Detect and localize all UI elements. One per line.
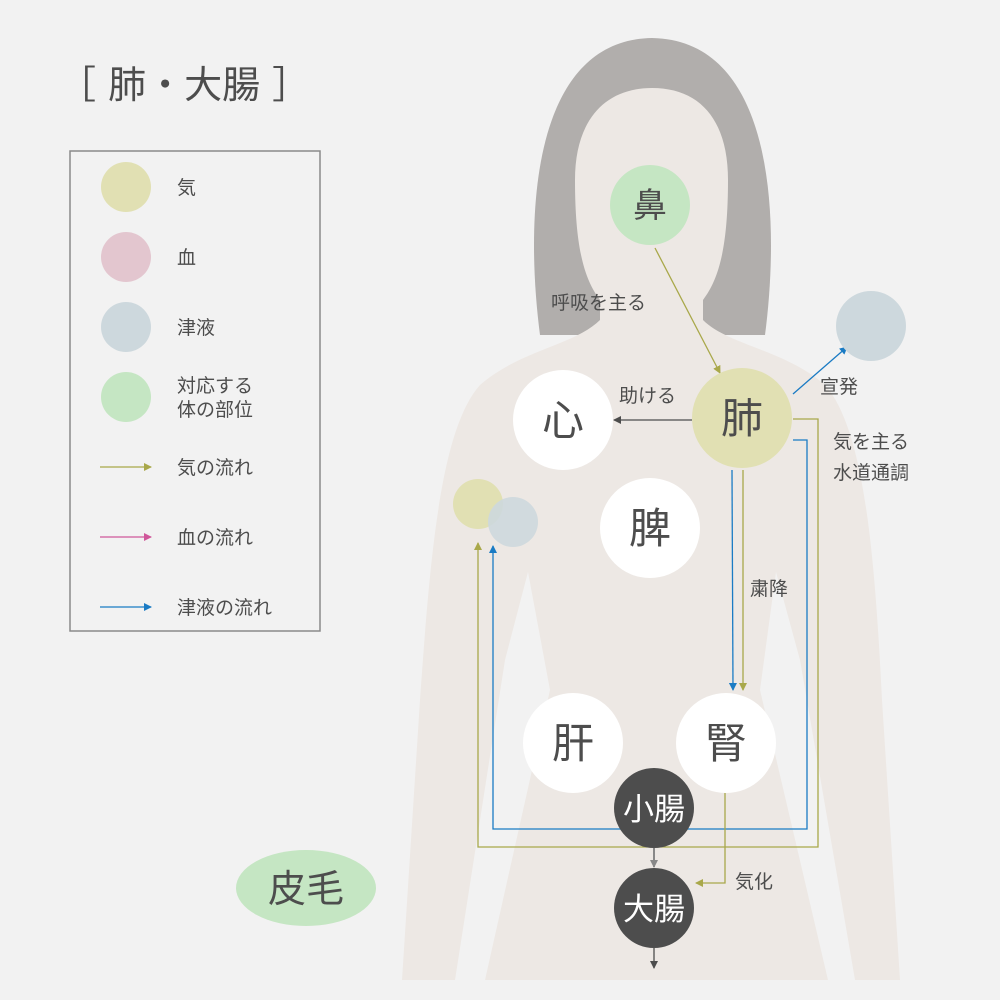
organ-lung: 肺 bbox=[692, 368, 792, 468]
svg-text:心: 心 bbox=[542, 396, 584, 445]
label-breath: 呼吸を主る bbox=[551, 292, 646, 314]
legend-swatch-blood bbox=[101, 232, 151, 282]
organ-large-intestine: 大腸 bbox=[614, 868, 694, 948]
fluid-circle-left bbox=[488, 497, 538, 547]
label-disperse: 宣発 bbox=[820, 376, 858, 398]
fluid-circle-shoulder bbox=[836, 291, 906, 361]
organ-liver: 肝 bbox=[523, 693, 623, 793]
svg-text:腎: 腎 bbox=[705, 719, 747, 768]
label-qi-line2: 水道通調 bbox=[833, 462, 909, 484]
legend-swatch-body-part bbox=[101, 372, 151, 422]
breath-arrow bbox=[654, 247, 721, 374]
svg-text:皮毛: 皮毛 bbox=[268, 867, 344, 911]
flows bbox=[474, 247, 848, 969]
legend-label-qi: 気 bbox=[177, 177, 196, 199]
legend-label-fluid-flow: 津液の流れ bbox=[177, 597, 272, 619]
fluid-loop-arrow bbox=[489, 439, 808, 830]
legend-label-blood-flow: 血の流れ bbox=[177, 527, 253, 549]
svg-text:肝: 肝 bbox=[552, 719, 594, 768]
descend-fluid-arrow bbox=[728, 469, 737, 691]
organ-spleen: 脾 bbox=[600, 478, 700, 578]
legend-swatch-fluid bbox=[101, 302, 151, 352]
legend-label-body-part-1: 対応する bbox=[177, 375, 253, 397]
label-qi-transform: 気化 bbox=[735, 871, 773, 893]
organ-heart: 心 bbox=[513, 370, 613, 470]
qi-loop-arrow bbox=[474, 418, 819, 848]
svg-text:大腸: 大腸 bbox=[623, 892, 685, 928]
legend-label-body-part-2: 体の部位 bbox=[177, 399, 253, 421]
organ-small-intestine: 小腸 bbox=[614, 768, 694, 848]
legend-swatch-qi bbox=[101, 162, 151, 212]
page-title: ［ 肺・大腸 ］ bbox=[58, 63, 310, 107]
label-qi-line1: 気を主る bbox=[833, 431, 909, 453]
legend-label-fluid: 津液 bbox=[177, 317, 215, 339]
organ-nose: 鼻 bbox=[610, 165, 690, 245]
legend-label-blood: 血 bbox=[177, 247, 196, 269]
label-descend: 粛降 bbox=[750, 578, 788, 600]
legend-box bbox=[69, 150, 321, 632]
organ-kidney: 腎 bbox=[676, 693, 776, 793]
svg-text:鼻: 鼻 bbox=[633, 186, 667, 226]
svg-text:小腸: 小腸 bbox=[623, 792, 685, 828]
label-help: 助ける bbox=[619, 385, 676, 407]
body-part-skin-hair: 皮毛 bbox=[236, 850, 376, 926]
arm-gap-left bbox=[455, 572, 550, 980]
svg-text:肺: 肺 bbox=[721, 394, 763, 443]
svg-text:脾: 脾 bbox=[629, 504, 671, 553]
legend-label-qi-flow: 気の流れ bbox=[177, 457, 253, 479]
legend: 気 血 津液 対応する 体の部位 気の流れ 血の流れ 津液の流れ bbox=[69, 150, 321, 632]
disperse-arrow bbox=[792, 346, 848, 395]
qi-transform-arrow bbox=[695, 793, 726, 887]
